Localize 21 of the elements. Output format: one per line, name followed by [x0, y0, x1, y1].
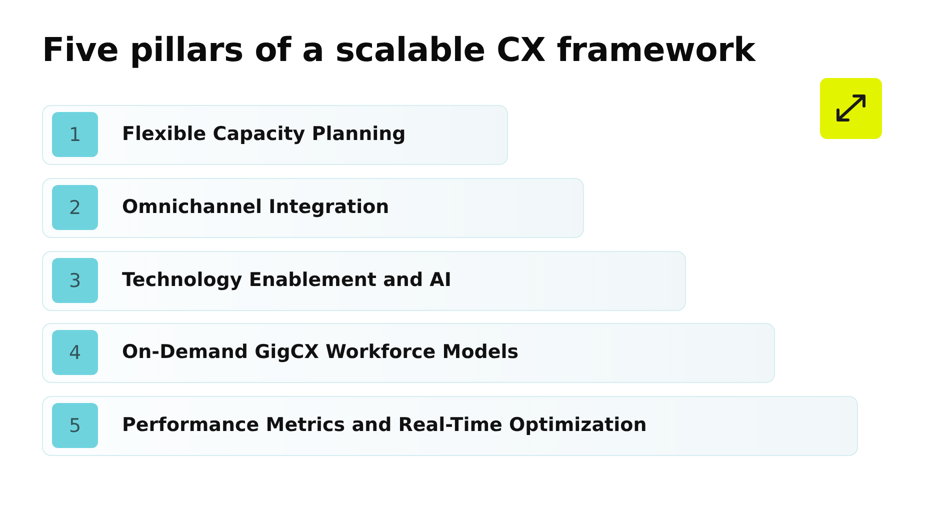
number-tile: [52, 403, 98, 448]
item-number: 1: [68, 124, 82, 146]
item-label: Performance Metrics and Real-Time Optimization: [122, 414, 647, 436]
item-label: Technology Enablement and AI: [122, 269, 452, 291]
item-number: 3: [68, 270, 82, 292]
item-number: 5: [68, 414, 82, 436]
list-bar: [42, 323, 775, 383]
item-label: Omnichannel Integration: [122, 196, 390, 218]
item-number: 4: [68, 342, 82, 364]
number-tile: [52, 112, 98, 157]
list-bar: [42, 105, 508, 165]
number-tile: [52, 330, 98, 375]
list-bar: [42, 396, 858, 456]
list-bar: [42, 178, 584, 238]
number-tile: [52, 258, 98, 303]
list-bar: [42, 251, 686, 311]
number-tile: [52, 185, 98, 230]
item-label: Flexible Capacity Planning: [122, 123, 406, 145]
item-label: On-Demand GigCX Workforce Models: [122, 341, 519, 363]
title: Five pillars of a scalable CX framework: [42, 30, 756, 69]
item-number: 2: [68, 196, 82, 218]
